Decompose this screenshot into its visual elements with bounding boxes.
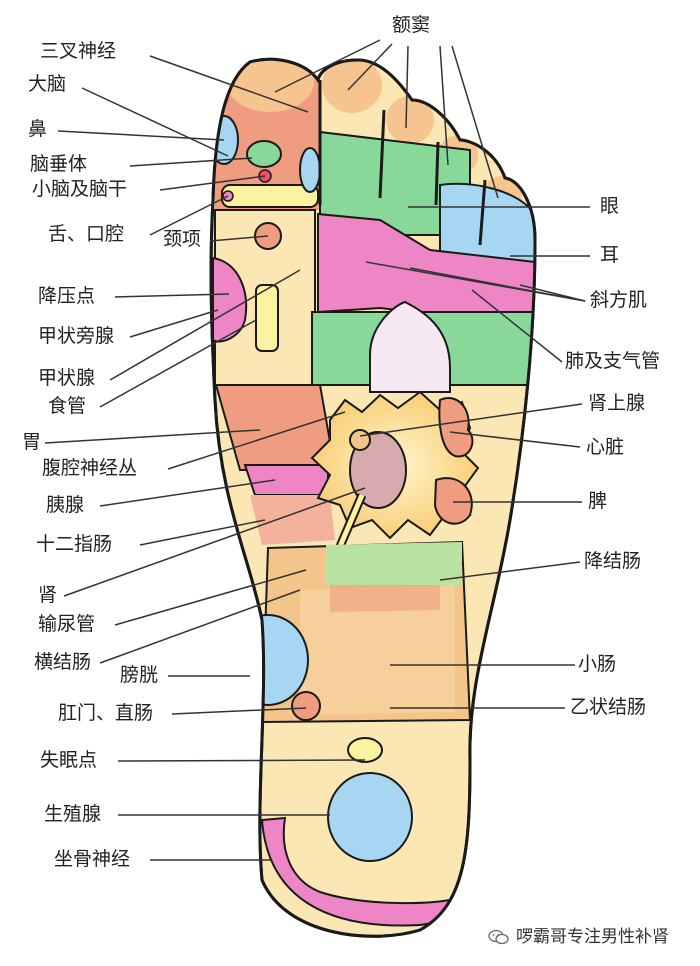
label-pancreas: 胰腺	[46, 494, 85, 516]
label-kidney: 肾	[38, 584, 58, 606]
colon-salmon-band	[330, 585, 440, 612]
spleen-salmon	[433, 477, 473, 525]
label-ureter: 输尿管	[38, 613, 96, 635]
label-bladder: 膀胱	[120, 664, 159, 686]
label-gonads: 生殖腺	[44, 803, 102, 825]
label-small-intestine: 小肠	[578, 653, 617, 675]
label-neck: 颈项	[163, 228, 202, 250]
leader-lines-right	[274, 39, 590, 709]
label-lungs-bronchi: 肺及支气管	[565, 350, 661, 372]
label-anus-rectum: 肛门、直肠	[58, 702, 154, 724]
label-ear: 耳	[600, 244, 620, 266]
label-insomnia-point: 失眠点	[40, 749, 98, 771]
label-brain: 大脑	[28, 73, 67, 95]
bladder-blue	[227, 614, 309, 706]
label-esophagus: 食管	[48, 395, 87, 417]
label-trapezius: 斜方肌	[590, 289, 648, 311]
toe-gap-3	[434, 141, 440, 206]
label-stomach: 胃	[22, 431, 42, 453]
heart-salmon	[438, 397, 474, 458]
pituitary-green	[246, 140, 282, 168]
label-descending-colon: 降结肠	[584, 550, 642, 572]
watermark-text: 啰霸哥专注男性补肾	[516, 927, 669, 947]
neck-band	[221, 184, 319, 208]
label-blood-pressure-point: 降压点	[38, 285, 96, 307]
lung-white	[369, 300, 451, 393]
label-trigeminal-nerve: 三叉神经	[40, 40, 117, 62]
toe-3	[386, 96, 434, 144]
pancreas-pink	[243, 464, 329, 496]
label-heart: 心脏	[586, 436, 625, 458]
small-intestine	[300, 585, 455, 715]
label-frontal-sinus: 额窦	[392, 14, 431, 36]
label-eye: 眼	[600, 195, 620, 217]
toe-gap-2	[378, 109, 386, 199]
label-parathyroid: 甲状旁腺	[38, 325, 115, 347]
big-toe-tip	[226, 59, 314, 112]
label-thyroid: 甲状腺	[38, 367, 96, 389]
label-celiac-plexus: 腹腔神经丛	[42, 457, 138, 479]
anus-dot	[291, 691, 321, 721]
trapezius-pink	[317, 212, 535, 316]
toe-gap-4	[478, 179, 487, 246]
label-spleen: 脾	[588, 490, 608, 512]
parathyroid-pink	[212, 256, 247, 343]
label-sciatic-nerve: 坐骨神经	[54, 848, 131, 870]
label-transverse-colon: 横结肠	[34, 651, 92, 673]
label-adrenal: 肾上腺	[588, 392, 646, 414]
label-cerebellum-brainstem: 小脑及脑干	[32, 178, 128, 200]
duodenum-salmon	[250, 495, 335, 545]
leader-lines-left	[44, 55, 366, 861]
label-nose: 鼻	[28, 118, 48, 140]
wechat-icon	[488, 929, 509, 945]
label-sigmoid-colon: 乙状结肠	[570, 696, 647, 718]
gonad-blue	[327, 772, 413, 862]
label-tongue-mouth: 舌、口腔	[48, 223, 125, 245]
nose-blue-right	[299, 147, 321, 193]
insomnia-dot	[347, 737, 383, 763]
colon-green	[326, 542, 462, 585]
thyroid-yellow	[255, 284, 279, 352]
adrenal-dot	[349, 429, 371, 451]
label-duodenum: 十二指肠	[36, 533, 113, 555]
label-pituitary: 脑垂体	[30, 153, 88, 175]
watermark: 啰霸哥专注男性补肾	[488, 922, 669, 947]
